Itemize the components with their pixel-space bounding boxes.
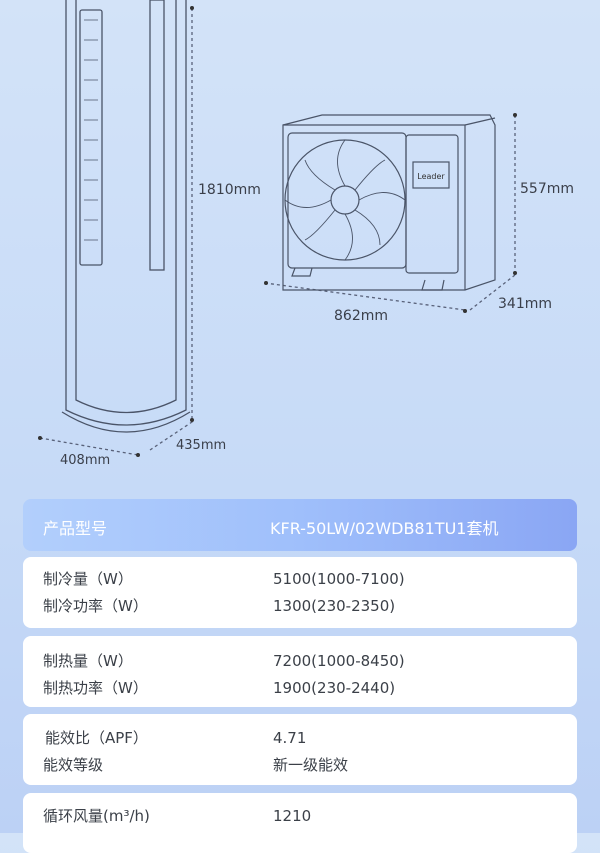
spec-group-airflow: 循环风量(m³/h) 1210 <box>23 793 577 853</box>
spec-label: 能效等级 <box>43 756 104 774</box>
model-value: KFR-50LW/02WDB81TU1套机 <box>270 519 499 538</box>
spec-header-row: 产品型号 KFR-50LW/02WDB81TU1套机 <box>23 499 577 551</box>
spec-label: 能效比（APF） <box>45 729 148 747</box>
spec-label: 制冷功率（W） <box>43 597 148 615</box>
outdoor-width-label: 862mm <box>334 308 388 324</box>
brand-logo-box <box>412 161 450 189</box>
outdoor-height-label: 557mm <box>520 181 574 197</box>
indoor-unit-drawing <box>38 0 517 457</box>
spec-value: 1300(230-2350) <box>273 597 396 615</box>
outdoor-depth-label: 341mm <box>498 296 552 312</box>
brand-logo: Leader <box>417 172 445 181</box>
spec-value: 1900(230-2440) <box>273 679 396 697</box>
indoor-height-label: 1810mm <box>198 182 261 198</box>
spec-value: 7200(1000-8450) <box>273 652 405 670</box>
indoor-width-label: 408mm <box>60 453 111 468</box>
outdoor-unit-drawing: Leader <box>282 114 496 291</box>
spec-group-heating: 制热量（W） 7200(1000-8450) 制热功率（W） 1900(230-… <box>23 636 577 707</box>
spec-label: 循环风量(m³/h) <box>43 807 150 825</box>
spec-value: 5100(1000-7100) <box>273 570 405 588</box>
spec-label: 制热功率（W） <box>43 679 148 697</box>
indoor-depth-label: 435mm <box>176 438 227 453</box>
spec-value: 新一级能效 <box>273 756 349 774</box>
model-label: 产品型号 <box>43 519 108 538</box>
spec-label: 制热量（W） <box>43 652 133 670</box>
spec-label: 制冷量（W） <box>43 570 133 588</box>
spec-value: 4.71 <box>273 729 307 747</box>
spec-value: 1210 <box>273 807 312 825</box>
spec-group-cooling: 制冷量（W） 5100(1000-7100) 制冷功率（W） 1300(230-… <box>23 557 577 628</box>
spec-group-efficiency: 能效比（APF） 4.71 能效等级 新一级能效 <box>23 714 577 785</box>
